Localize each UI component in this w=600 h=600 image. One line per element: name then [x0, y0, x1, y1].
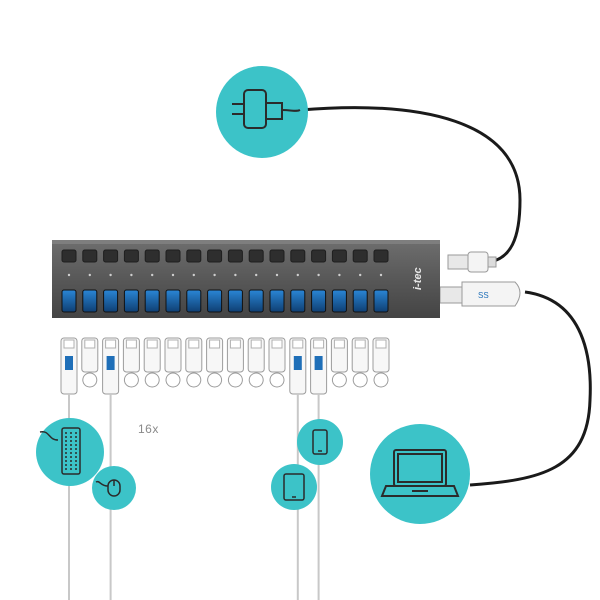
phone-badge [297, 419, 343, 465]
laptop-cable [469, 290, 592, 487]
port-led [359, 273, 362, 277]
port-power-button[interactable] [165, 249, 181, 263]
usb-port[interactable] [103, 289, 119, 313]
port-led [255, 273, 258, 277]
usb-plug-connected [289, 337, 307, 395]
usb-plug-cap [351, 337, 369, 388]
port-power-button[interactable] [290, 249, 306, 263]
power-cable [299, 106, 522, 264]
port-led [151, 273, 154, 277]
power-plug-icon [232, 89, 301, 129]
dc-jack-connector [447, 251, 497, 273]
port-led [109, 273, 112, 277]
usb-plug-cap [247, 337, 265, 388]
power-plug-badge [216, 66, 308, 158]
laptop-icon [380, 449, 460, 497]
usb-port[interactable] [311, 289, 327, 313]
usb-plug-cap [122, 337, 140, 388]
port-power-button[interactable] [248, 249, 264, 263]
usb-plug-connected [60, 337, 78, 395]
mouse-badge [92, 466, 136, 510]
usb-port[interactable] [207, 289, 223, 313]
smartphone-icon [312, 429, 328, 455]
port-led [192, 273, 195, 277]
usb-plug-cap [81, 337, 99, 388]
port-power-button[interactable] [123, 249, 139, 263]
usb-hub-body: i-tec [52, 240, 440, 318]
usb-plug-cap [226, 337, 244, 388]
brand-logo: i-tec [412, 267, 424, 290]
port-power-button[interactable] [103, 249, 119, 263]
port-power-button[interactable] [269, 249, 285, 263]
port-led [67, 273, 71, 277]
port-power-button[interactable] [311, 249, 327, 263]
usb-port[interactable] [61, 289, 77, 313]
port-led [379, 273, 383, 277]
port-led [296, 273, 299, 277]
usb-plug-connected [310, 337, 328, 395]
tablet-badge [271, 464, 317, 510]
usb-port[interactable] [165, 289, 181, 313]
usb-plug-connected [102, 337, 120, 395]
port-led [317, 273, 320, 277]
tablet-icon [283, 473, 305, 501]
laptop-badge [370, 424, 470, 524]
usb-plug-cap [330, 337, 348, 388]
usb-plug-cap [143, 337, 161, 388]
port-power-button[interactable] [82, 249, 98, 263]
port-power-button[interactable] [61, 249, 77, 263]
port-power-button[interactable] [373, 249, 389, 263]
port-power-button[interactable] [227, 249, 243, 263]
port-led [171, 273, 175, 277]
usb-plug-cap [185, 337, 203, 388]
port-power-button[interactable] [352, 249, 368, 263]
usb-port[interactable] [248, 289, 264, 313]
mouse-icon [95, 479, 121, 497]
usb-port[interactable] [123, 289, 139, 313]
usb-port[interactable] [331, 289, 347, 313]
port-led [213, 273, 216, 277]
keyboard-icon [39, 427, 81, 475]
usb-plug-cap [372, 337, 390, 388]
port-led [338, 273, 341, 277]
usb-port[interactable] [373, 289, 389, 313]
port-power-button[interactable] [144, 249, 160, 263]
port-led [275, 273, 279, 277]
port-led [130, 273, 133, 277]
usb-port[interactable] [269, 289, 285, 313]
keyboard-badge [36, 418, 104, 486]
port-led [234, 273, 237, 277]
usb-port[interactable] [352, 289, 368, 313]
usb-port[interactable] [82, 289, 98, 313]
usb-port[interactable] [227, 289, 243, 313]
port-led [88, 273, 92, 277]
port-power-button[interactable] [207, 249, 223, 263]
usb-plug-cap [268, 337, 286, 388]
port-power-button[interactable] [186, 249, 202, 263]
port-power-button[interactable] [331, 249, 347, 263]
usb-port[interactable] [290, 289, 306, 313]
usb-upstream-connector: SS [439, 281, 521, 307]
usb-ss-label: SS [478, 291, 489, 300]
port-count-label: 16x [138, 422, 159, 436]
usb-port[interactable] [144, 289, 160, 313]
usb-port[interactable] [186, 289, 202, 313]
usb-plug-cap [164, 337, 182, 388]
usb-plug-cap [206, 337, 224, 388]
